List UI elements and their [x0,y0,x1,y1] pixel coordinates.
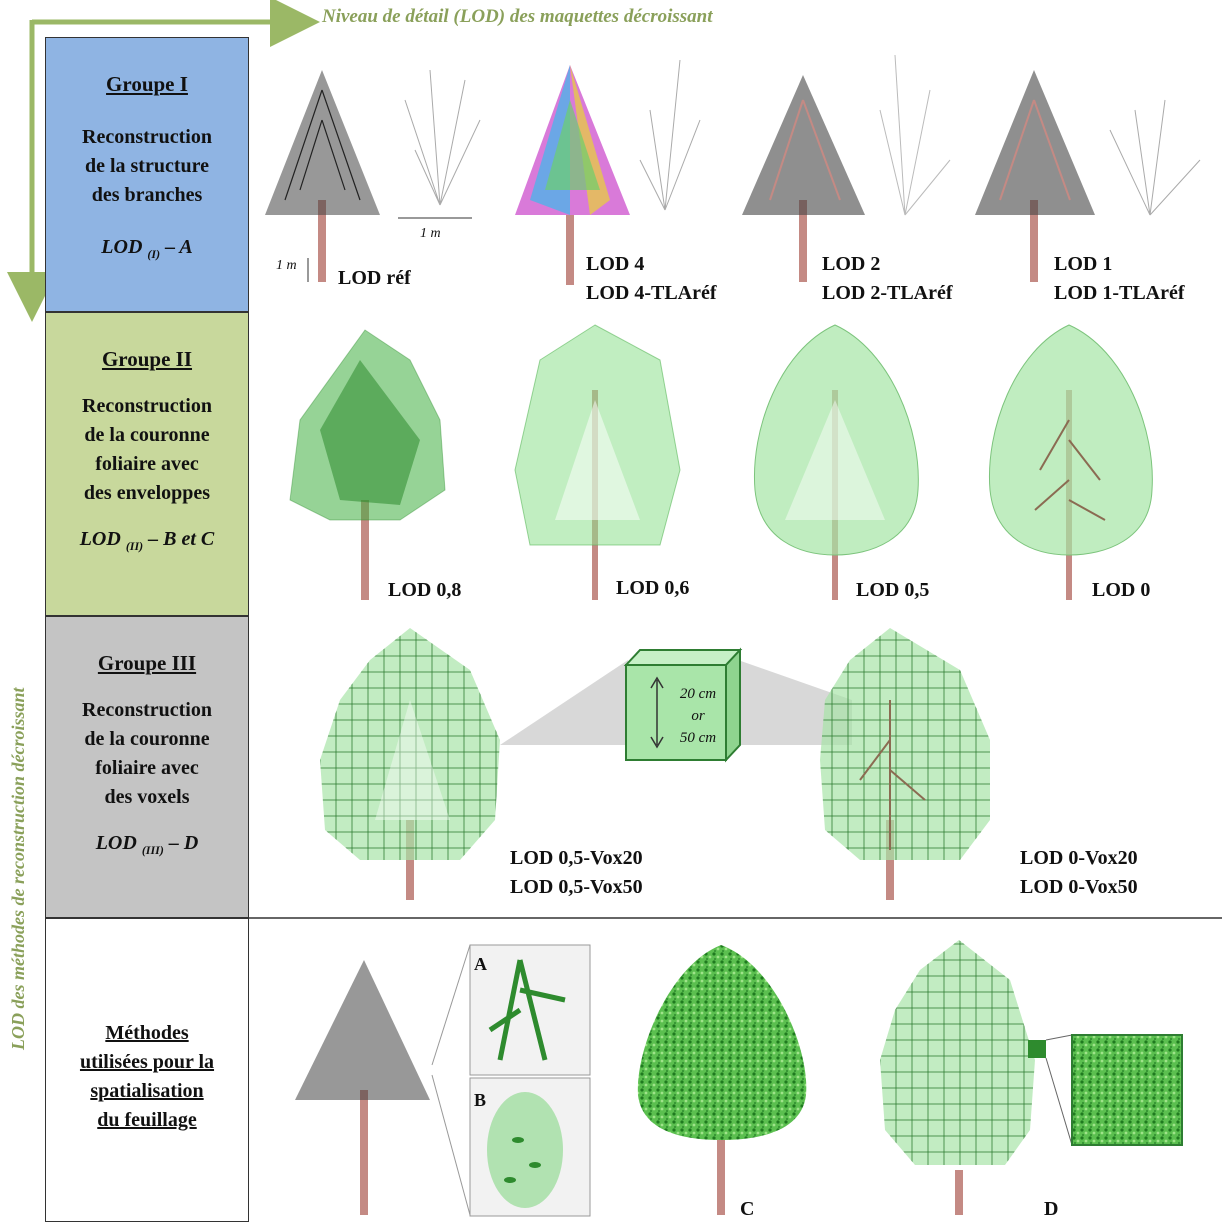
voxel-tree-lod-0-5 [320,628,500,900]
group-1-cell: Groupe I Reconstruction de la structure … [45,37,249,312]
group-2-cell: Groupe II Reconstruction de la couronne … [45,312,249,616]
leafy-envelope-c [638,945,806,1215]
tree-branches-with-leaves [295,960,430,1215]
branch-skeleton-lod-ref [405,70,480,205]
label-lod-0-5: LOD 0,5 [856,576,929,605]
group-2-lod: LOD (II) – B et C [80,528,215,554]
label-lod-0-8: LOD 0,8 [388,576,461,605]
methods-description: Méthodes utilisées pour la spatialisatio… [80,1019,214,1135]
group-2-title: Groupe II [102,347,192,372]
group-1-title: Groupe I [106,72,188,97]
label-c: C [740,1195,754,1224]
branch-skeleton-lod-4 [640,60,700,210]
label-lod-0-6: LOD 0,6 [616,574,689,603]
group-3-lod: LOD (III) – D [96,832,199,858]
envelope-lod-0-8 [290,330,445,600]
label-lod-0: LOD 0 [1092,576,1150,605]
voxel-tree-d [880,940,1182,1215]
branch-skeleton-lod-1 [1110,100,1200,215]
group-3-cell: Groupe III Reconstruction de la couronne… [45,616,249,918]
inset-label-a: A [474,950,487,979]
methods-cell: Méthodes utilisées pour la spatialisatio… [45,918,249,1222]
inset-panels [432,945,590,1216]
voxel-tree-lod-0 [820,628,990,900]
scale-label-vertical: 1 m [276,258,297,274]
label-lod-ref: LOD réf [338,264,411,293]
group-1-description: Reconstruction de la structure des branc… [82,123,212,210]
scale-label-horizontal: 1 m [420,226,441,242]
envelope-lod-0-5 [754,325,918,600]
envelope-lod-0 [989,325,1152,600]
group-2-description: Reconstruction de la couronne foliaire a… [82,392,212,508]
group-1-lod: LOD (I) – A [101,236,192,262]
tree-lod-ref [265,70,380,282]
group-3-description: Reconstruction de la couronne foliaire a… [82,696,212,812]
branch-skeleton-lod-2 [880,55,950,215]
group-3-title: Groupe III [98,651,196,676]
envelope-lod-0-6 [515,325,680,600]
inset-label-b: B [474,1086,486,1115]
label-d: D [1044,1195,1058,1224]
